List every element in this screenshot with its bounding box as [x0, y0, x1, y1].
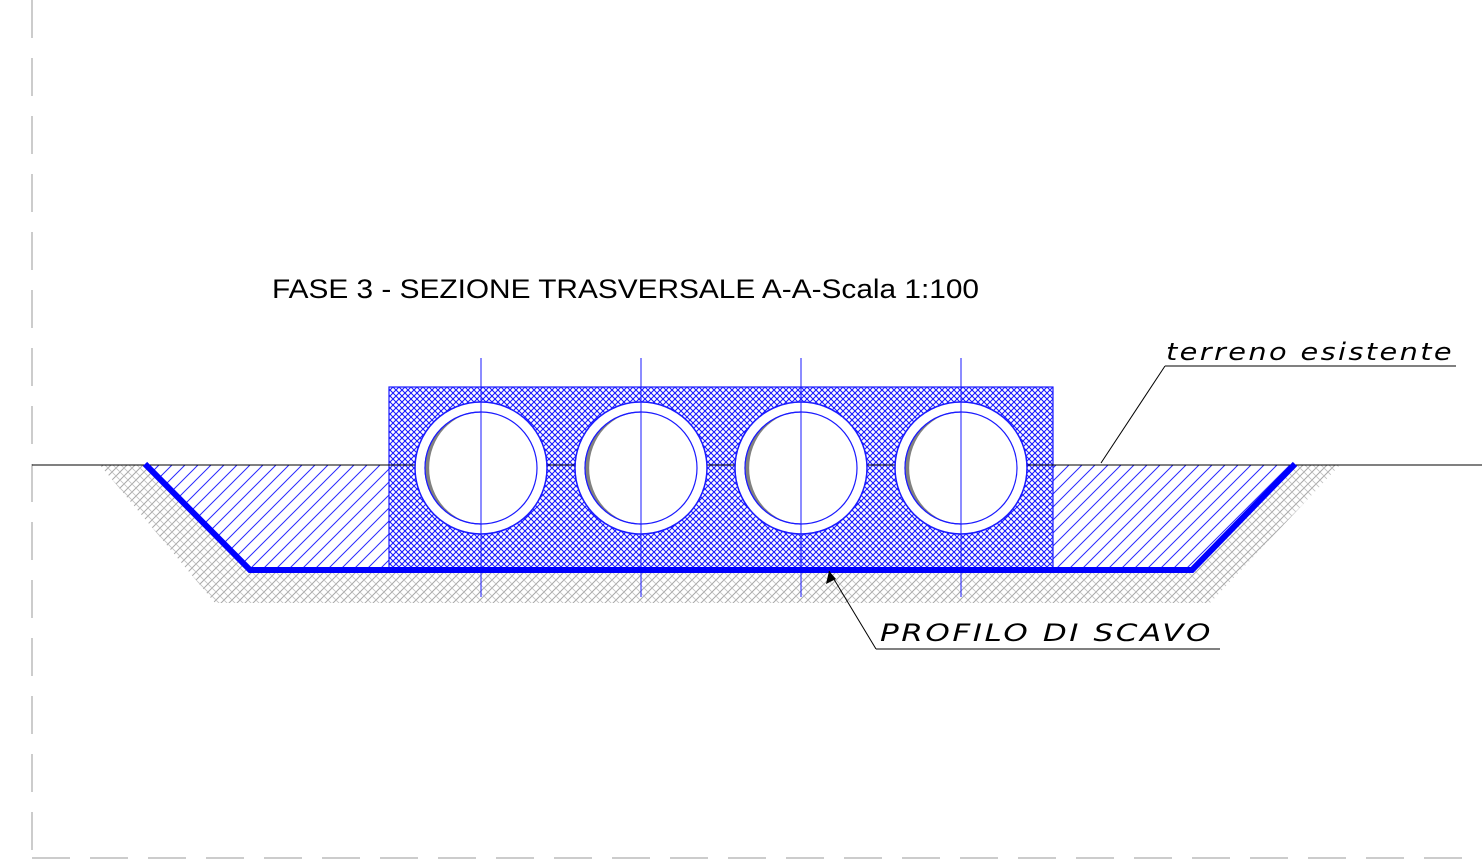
excavation-leader-line [828, 570, 877, 650]
excavation-label: PROFILO DI SCAVO [880, 619, 1213, 647]
ground-label: terreno esistente [1166, 338, 1454, 366]
gravel-band [100, 465, 1340, 603]
drawing-title: FASE 3 - SEZIONE TRASVERSALE A-A-Scala 1… [272, 274, 979, 304]
excavation-leader-arrow [826, 571, 836, 584]
ground-leader-line [1100, 365, 1166, 464]
excavation-profile [142, 461, 1298, 573]
